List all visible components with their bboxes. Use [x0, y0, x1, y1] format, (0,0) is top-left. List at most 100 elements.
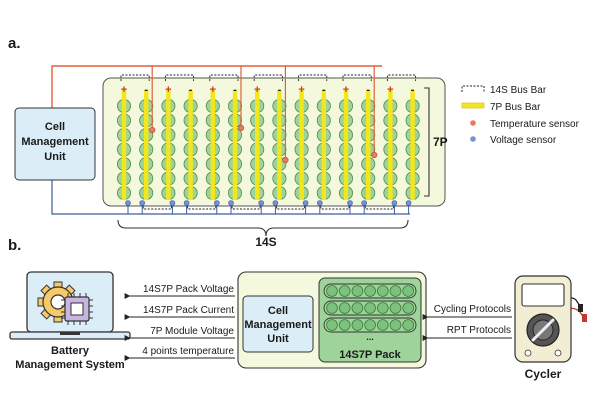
cmu-b-line2: Management	[244, 319, 312, 331]
temp-sensor	[371, 151, 378, 159]
parallel-bus-bar	[388, 90, 393, 200]
mini-cell	[364, 302, 376, 314]
polarity-label: -	[189, 84, 193, 96]
legend: 14S Bus Bar 7P Bus Bar Temperature senso…	[461, 85, 580, 146]
mini-cell	[364, 285, 376, 297]
mini-cell	[389, 319, 402, 331]
parallel-bus-bar	[144, 90, 149, 200]
signal-pack-current: 14S7P Pack Current	[143, 305, 234, 316]
mini-pack-row	[323, 283, 417, 299]
mini-pack-row	[323, 317, 417, 333]
panel-a-label: a.	[8, 35, 21, 52]
cmu-b-line3: Unit	[267, 333, 289, 345]
mini-row-outline	[323, 317, 417, 333]
polarity-label: +	[165, 84, 171, 96]
cell-column: -	[405, 84, 420, 200]
mini-cell	[389, 302, 402, 314]
mini-cell	[351, 285, 364, 297]
polarity-label: +	[387, 84, 393, 96]
mini-cell	[338, 319, 351, 331]
legend-temperature: Temperature sensor	[490, 119, 580, 130]
bms-label-line2: Management System	[15, 359, 125, 371]
legend-temp-swatch	[470, 120, 476, 126]
parallel-bus-bar	[188, 90, 193, 200]
mini-cell	[338, 302, 351, 314]
parallel-bus-bar	[166, 90, 171, 200]
cell-column: +	[161, 84, 176, 200]
mini-cell	[364, 319, 376, 331]
mini-pack-rows	[323, 283, 417, 333]
polarity-label: -	[144, 84, 148, 96]
cmu-a-line3: Unit	[44, 151, 66, 163]
voltage-sensor	[125, 200, 131, 206]
signal-temperature: 4 points temperature	[142, 346, 234, 357]
voltage-sensor	[361, 200, 368, 206]
protocol-rpt: RPT Protocols	[447, 325, 511, 336]
temp-sensor	[282, 156, 289, 164]
cell-columns: +-+-+-+-+-+-+-	[117, 84, 420, 200]
voltage-sensor	[405, 200, 412, 206]
legend-series-bus-swatch	[461, 85, 485, 92]
cell-column: -	[316, 84, 331, 200]
cell-column: +	[250, 84, 265, 200]
parallel-bus-bar	[210, 90, 215, 200]
voltage-sensor	[302, 200, 309, 206]
cell-column: -	[183, 84, 198, 200]
mini-cell	[376, 302, 389, 314]
temperature-wires	[149, 66, 378, 164]
legend-series-bus: 14S Bus Bar	[490, 85, 547, 96]
voltage-sensor	[228, 200, 234, 206]
polarity-label: -	[366, 84, 370, 96]
polarity-label: +	[343, 84, 349, 96]
parallel-label: 7P	[433, 135, 448, 149]
mini-pack-dots: ...	[366, 332, 374, 342]
polarity-label: -	[322, 84, 326, 96]
polarity-label: +	[254, 84, 260, 96]
voltage-sensor	[391, 200, 398, 206]
mini-row-outline	[323, 300, 417, 316]
cell-column: +	[338, 84, 353, 200]
voltage-sensor	[316, 200, 323, 206]
cell-column: -	[227, 84, 242, 200]
voltage-sensor	[183, 200, 190, 206]
cell-column: -	[139, 84, 154, 200]
voltage-sensor	[139, 200, 145, 206]
signal-arrows	[124, 293, 235, 361]
pack-label: 14S7P Pack	[339, 349, 401, 361]
parallel-bus-bar	[366, 90, 371, 200]
polarity-label: -	[233, 84, 237, 96]
legend-parallel-bus-swatch	[461, 102, 485, 109]
polarity-label: -	[411, 84, 415, 96]
parallel-bus-bar	[121, 90, 127, 200]
signal-pack-voltage: 14S7P Pack Voltage	[143, 284, 234, 295]
cell-column: -	[272, 84, 287, 200]
cell-column: -	[361, 84, 376, 200]
legend-parallel-bus: 7P Bus Bar	[490, 102, 541, 113]
temp-sensor	[149, 126, 156, 134]
cmu-b-line1: Cell	[268, 305, 288, 317]
mini-cell	[326, 285, 338, 297]
series-label: 14S	[255, 235, 276, 249]
parallel-bus-bar	[255, 90, 260, 200]
mini-cell	[402, 319, 415, 331]
mini-cell	[402, 302, 415, 314]
polarity-label: +	[298, 84, 304, 96]
mini-cell	[402, 285, 415, 297]
voltage-sensor	[169, 200, 176, 206]
polarity-label: +	[210, 84, 216, 96]
chip-icon	[61, 293, 93, 325]
mini-cell	[376, 319, 389, 331]
voltage-sensor	[347, 200, 353, 206]
mini-cell	[326, 319, 338, 331]
mini-cell	[338, 285, 351, 297]
protocol-cycling: Cycling Protocols	[434, 304, 511, 315]
mini-cell	[351, 302, 364, 314]
parallel-bus-bar	[410, 90, 415, 200]
cmu-a-line2: Management	[21, 136, 89, 148]
parallel-bus-bar	[277, 90, 282, 200]
mini-cell	[376, 285, 389, 297]
panel-b-label: b.	[8, 237, 21, 254]
mini-cell	[326, 302, 338, 314]
battery-pack-frame	[102, 77, 446, 207]
